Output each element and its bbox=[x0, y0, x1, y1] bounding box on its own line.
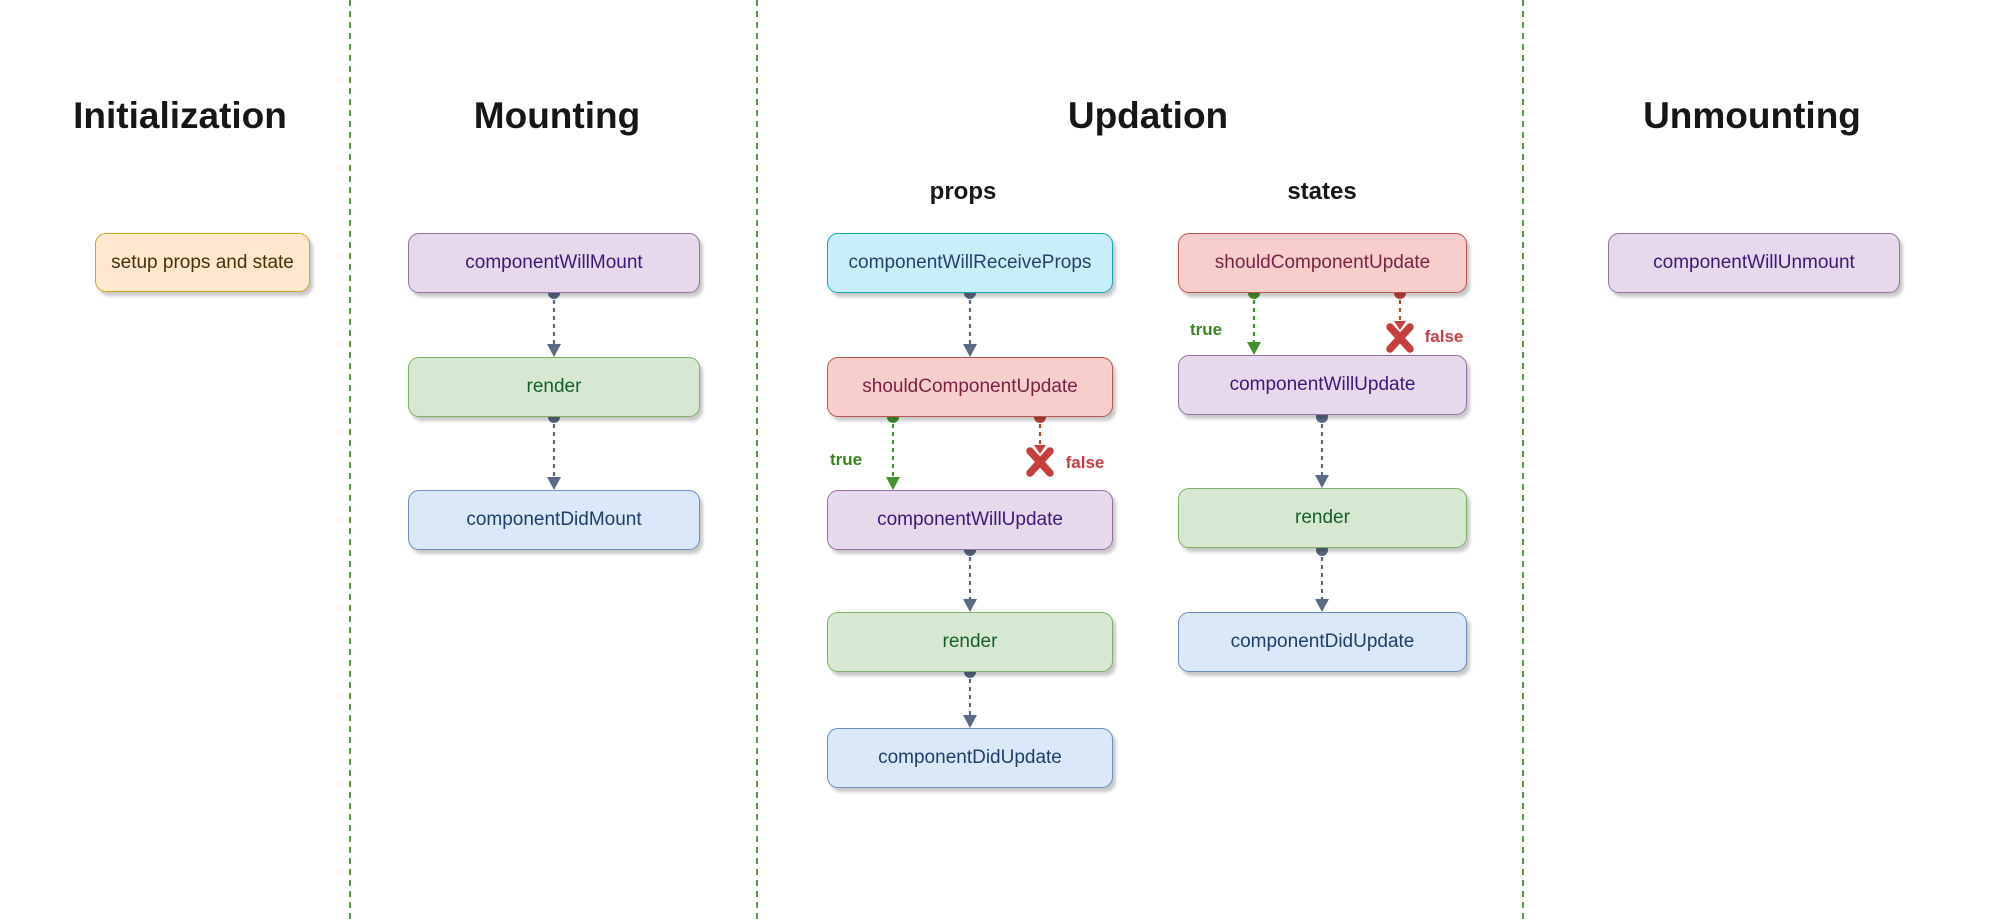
reject-x-icon bbox=[1026, 447, 1054, 477]
branch-label-false: false bbox=[1424, 327, 1464, 346]
node-setup-props-and-state: setup props and state bbox=[95, 233, 310, 292]
column-label-states: states bbox=[1287, 178, 1357, 205]
node-label: render bbox=[1295, 507, 1350, 528]
node-componentWillUnmount: componentWillUnmount bbox=[1608, 233, 1900, 293]
branch-label-false: false bbox=[1065, 453, 1105, 472]
section-title-mounting: Mounting bbox=[473, 95, 641, 136]
node-label: componentDidUpdate bbox=[1230, 631, 1415, 652]
node-componentDidUpdate: componentDidUpdate bbox=[1178, 612, 1467, 672]
flow-arrow-4 bbox=[886, 411, 900, 490]
flow-arrow-5 bbox=[1026, 411, 1054, 477]
reject-x-icon bbox=[1386, 323, 1414, 353]
node-label: render bbox=[942, 631, 998, 652]
section-title-unmounting: Unmounting bbox=[1643, 95, 1861, 136]
node-label: shouldComponentUpdate bbox=[1214, 252, 1431, 273]
node-label: componentDidUpdate bbox=[878, 747, 1062, 768]
node-label: componentWillReceiveProps bbox=[848, 252, 1092, 273]
node-render: render bbox=[408, 357, 700, 417]
arrowhead-icon bbox=[963, 344, 977, 357]
branch-label-true: true bbox=[1189, 320, 1223, 339]
node-label: componentWillUpdate bbox=[1229, 374, 1416, 395]
column-label-props: props bbox=[929, 178, 997, 205]
section-title-updation: Updation bbox=[1067, 95, 1229, 136]
node-componentWillReceiveProps: componentWillReceiveProps bbox=[827, 233, 1113, 293]
arrowhead-icon bbox=[547, 344, 561, 357]
node-componentWillUpdate: componentWillUpdate bbox=[1178, 355, 1467, 415]
node-label: componentDidMount bbox=[466, 509, 642, 530]
node-label: setup props and state bbox=[111, 251, 294, 273]
arrowhead-icon bbox=[1315, 599, 1329, 612]
node-componentDidUpdate: componentDidUpdate bbox=[827, 728, 1113, 788]
arrowhead-icon bbox=[1394, 321, 1406, 330]
node-shouldComponentUpdate: shouldComponentUpdate bbox=[1178, 233, 1467, 293]
node-label: componentWillMount bbox=[465, 252, 643, 273]
node-label: componentWillUpdate bbox=[877, 509, 1063, 530]
arrowhead-icon bbox=[1034, 445, 1046, 454]
node-componentDidMount: componentDidMount bbox=[408, 490, 700, 550]
arrowhead-icon bbox=[963, 715, 977, 728]
section-title-initialization: Initialization bbox=[73, 95, 287, 136]
flow-arrow-11 bbox=[1315, 544, 1329, 612]
node-shouldComponentUpdate: shouldComponentUpdate bbox=[827, 357, 1113, 417]
arrowhead-icon bbox=[547, 477, 561, 490]
arrowhead-icon bbox=[1315, 475, 1329, 488]
node-label: componentWillUnmount bbox=[1653, 252, 1855, 273]
arrowhead-icon bbox=[1247, 342, 1261, 355]
flow-arrow-7 bbox=[963, 666, 977, 728]
node-render: render bbox=[827, 612, 1113, 672]
arrowhead-icon bbox=[963, 599, 977, 612]
flow-arrow-2 bbox=[547, 411, 561, 490]
node-componentWillMount: componentWillMount bbox=[408, 233, 700, 293]
node-label: render bbox=[526, 376, 582, 397]
flow-arrow-6 bbox=[963, 544, 977, 612]
arrowhead-icon bbox=[886, 477, 900, 490]
node-render: render bbox=[1178, 488, 1467, 548]
node-componentWillUpdate: componentWillUpdate bbox=[827, 490, 1113, 550]
branch-label-true: true bbox=[829, 450, 863, 469]
flow-arrow-3 bbox=[963, 287, 977, 357]
flow-arrow-9 bbox=[1386, 287, 1414, 353]
flow-arrow-10 bbox=[1315, 411, 1329, 488]
flow-arrow-8 bbox=[1247, 287, 1261, 355]
flow-arrow-1 bbox=[547, 287, 561, 357]
node-label: shouldComponentUpdate bbox=[862, 376, 1078, 397]
